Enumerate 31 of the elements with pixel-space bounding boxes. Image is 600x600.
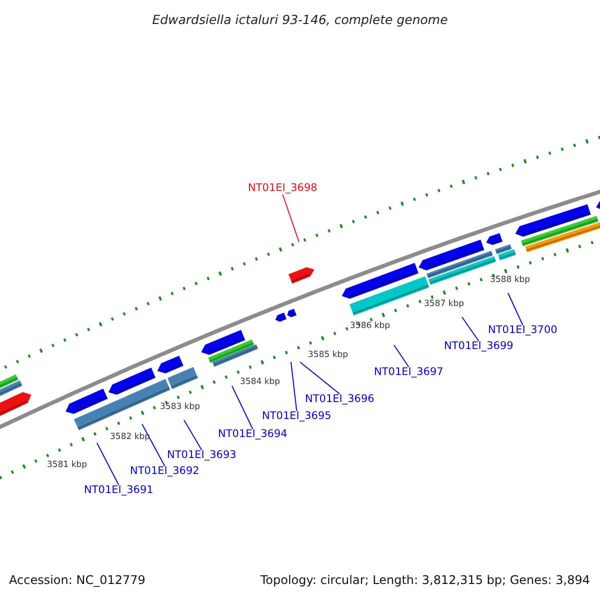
gene-label: NT01EI_3699 bbox=[444, 341, 514, 353]
leader-line bbox=[282, 194, 300, 242]
leader-line bbox=[300, 362, 340, 394]
leader-line bbox=[462, 316, 480, 342]
leader-line bbox=[184, 420, 202, 450]
gene-label: NT01EI_3691 bbox=[84, 485, 154, 497]
scale-label: 3584 kbp bbox=[240, 378, 280, 388]
scale-label: 3582 kbp bbox=[110, 433, 150, 442]
gene-label: NT01EI_3697 bbox=[374, 367, 444, 379]
gene-label: NT01EI_3695 bbox=[262, 411, 332, 423]
accession-text: Accession: NC_012779 bbox=[9, 574, 146, 588]
leader-line bbox=[232, 386, 254, 430]
title: Edwardsiella ictaluri 93-146, complete genome bbox=[152, 12, 448, 27]
scale-label: 3586 kbp bbox=[350, 322, 390, 332]
scale-label: 3588 kbp bbox=[490, 276, 530, 286]
scale-label: 3581 kbp bbox=[47, 461, 88, 470]
leader-line bbox=[142, 424, 166, 466]
scale-label: 3585 kbp bbox=[308, 351, 348, 360]
gene-label: NT01EI_3694 bbox=[218, 429, 288, 441]
leader-line bbox=[394, 344, 410, 368]
leader-line bbox=[508, 292, 524, 326]
scale-label: 3583 kbp bbox=[160, 403, 200, 412]
scale-label: 3587 kbp bbox=[424, 300, 464, 310]
gene-label: NT01EI_3696 bbox=[305, 394, 374, 406]
gene-label: NT01EI_3693 bbox=[167, 450, 236, 462]
gene-label: NT01EI_3698 bbox=[248, 183, 318, 195]
leader-line bbox=[290, 362, 298, 412]
gene-label: NT01EI_3700 bbox=[488, 325, 558, 337]
leader-line bbox=[96, 442, 120, 486]
gene-label: NT01EI_3692 bbox=[130, 466, 200, 478]
genome-info-text: Topology: circular; Length: 3,812,315 bp; Genes: 3,894 bbox=[260, 574, 590, 588]
